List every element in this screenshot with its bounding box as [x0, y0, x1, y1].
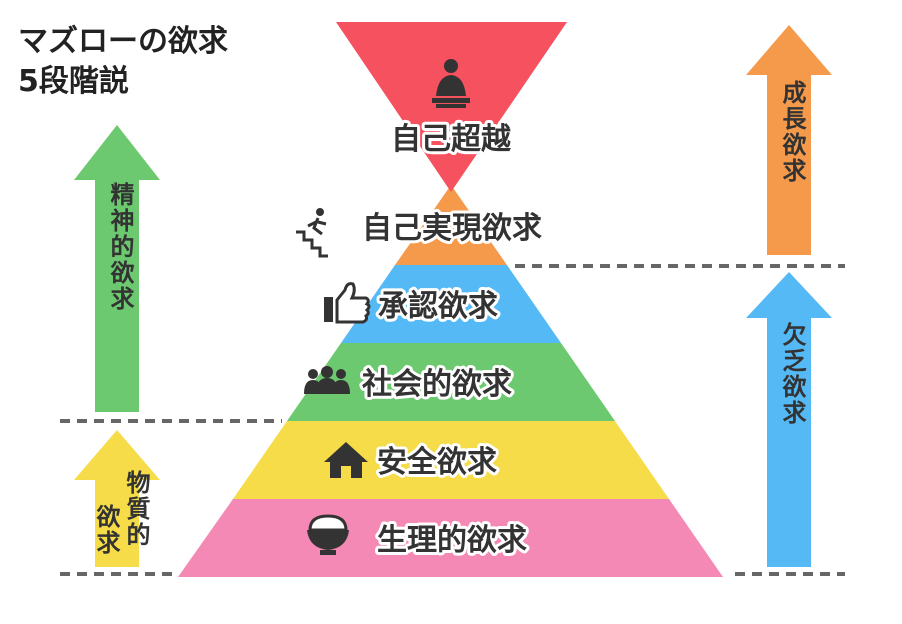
level-esteem: [341, 265, 561, 343]
label-social: 社会的欲求: [362, 367, 512, 402]
rice-bowl-icon: [307, 514, 349, 555]
label-physiological: 生理的欲求: [377, 523, 527, 558]
label-transcendence: 自己超越: [391, 122, 512, 157]
level-social: [287, 343, 615, 421]
buddha-icon: [432, 59, 470, 108]
deficiency-arrow: [746, 272, 832, 567]
growth-arrow-label: 成長欲求: [778, 80, 806, 184]
label-safety: 安全欲求: [377, 445, 497, 480]
label-self-actualization: 自己実現欲求: [362, 211, 542, 246]
house-icon: [324, 442, 368, 478]
deficiency-arrow-label: 欠乏欲求: [778, 322, 806, 426]
material-arrow: [74, 430, 160, 567]
material-arrow-label-1: 物質的: [122, 470, 150, 548]
spiritual-arrow-label: 精神的欲求: [106, 182, 134, 312]
diagram-title: マズローの欲求 5段階説: [18, 22, 228, 102]
label-esteem: 承認欲求: [378, 289, 498, 324]
title-line-2: 5段階説: [18, 64, 129, 99]
title-line-1: マズローの欲求: [18, 24, 228, 59]
growth-arrow: [746, 25, 832, 255]
level-self-actualization: [395, 185, 507, 265]
material-arrow-label-2: 欲求: [92, 504, 120, 556]
divider-lines: [60, 264, 845, 576]
stairs-runner-icon: [296, 208, 328, 258]
spiritual-arrow: [74, 125, 160, 412]
thumbs-up-icon: [324, 282, 371, 324]
people-icon: [304, 366, 350, 394]
level-safety: [233, 421, 669, 499]
